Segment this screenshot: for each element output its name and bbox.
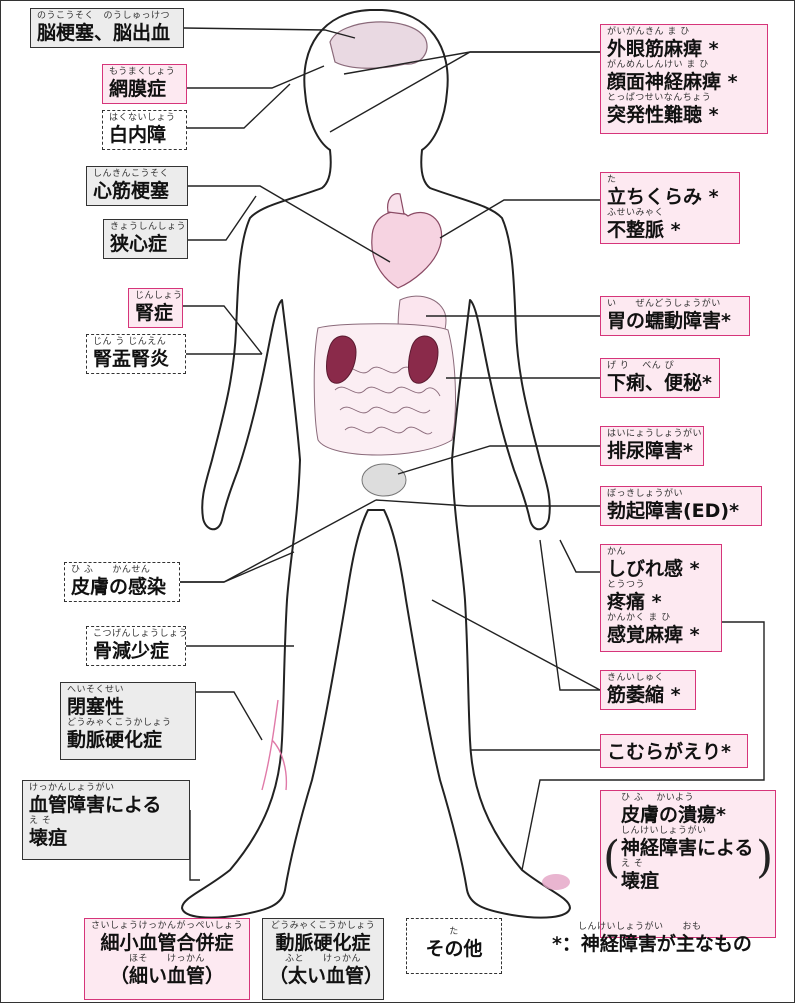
label-gastroparesis: い ぜんどうしょうがい胃の蠕動障害* [600, 296, 750, 336]
label-pyelonephritis: じん う じんえん腎盂腎炎 [86, 334, 186, 374]
brain-shape [329, 21, 428, 69]
label-peripheral-artery-disease: へいそくせい閉塞性 どうみゃくこうかしょう動脈硬化症 [60, 682, 196, 760]
legend-note: しんけいしょうがい おも*：神経障害が主なもの [552, 922, 752, 955]
kidney-right [408, 335, 439, 384]
label-group-cranial-nerves: がいがんきん ま ひ外眼筋麻痺 * がんめんしんけい ま ひ顔面神経麻痺 * と… [600, 24, 768, 134]
legend-microvascular: さいしょうけっかんがっぺいしょう細小血管合併症 ほそ けっかん（細い血管） [84, 918, 250, 1000]
label-retinopathy: もうまくしょう網膜症 [102, 64, 187, 104]
label-skin-infection: ひ ふ かんせん皮膚の感染 [64, 562, 180, 602]
heart-shape [371, 193, 443, 289]
label-group-sensory: かんしびれ感 * とうつう疼痛 * かんかく ま ひ感覚麻痺 * [600, 544, 722, 652]
legend-other: たその他 [406, 918, 502, 974]
leg-vein [261, 699, 288, 791]
label-group-foot: ひ ふ かいよう皮膚の潰瘍* しんけいしょうがい神経障害による え そ壊疽 [600, 790, 776, 938]
legend-macrovascular: どうみゃくこうかしょう動脈硬化症 ふと けっかん（太い血管） [262, 918, 384, 1000]
leader-lines [180, 27, 765, 881]
foot-ulcer [542, 874, 570, 890]
label-diarrhea-constipation: げ り べん ぴ下痢、便秘* [600, 358, 720, 398]
label-erectile-dysfunction: ぼっきしょうがい勃起障害(ED)* [600, 486, 762, 526]
label-osteopenia: こつげんしょうしょう骨減少症 [86, 626, 188, 666]
label-cataract: はくないしょう白内障 [102, 110, 187, 150]
bladder-shape [361, 463, 407, 497]
label-angina: きょうしんしょう狭心症 [103, 219, 188, 259]
paren-left: ( [603, 832, 621, 883]
label-nephropathy: じんしょう腎症 [128, 288, 183, 328]
label-stroke: のうこうそく のうしゅっけつ脳梗塞、脳出血 [30, 8, 184, 48]
label-muscle-atrophy: きんいしゅく筋萎縮 * [600, 670, 696, 710]
label-myocardial-infarction: しんきんこうそく心筋梗塞 [86, 166, 188, 206]
kidney-left [326, 335, 357, 384]
label-leg-cramps: こむらがえり* [600, 734, 748, 768]
label-group-autonomic-cardio: た立ちくらみ * ふせいみゃく不整脈 * [600, 172, 740, 244]
body-outline [181, 9, 571, 919]
label-vascular-gangrene: けっかんしょうがい血管障害による え そ壊疽 [22, 780, 190, 860]
label-urinary-disorder: はいにょうしょうがい排尿障害* [600, 426, 704, 466]
paren-right: ) [756, 832, 774, 883]
